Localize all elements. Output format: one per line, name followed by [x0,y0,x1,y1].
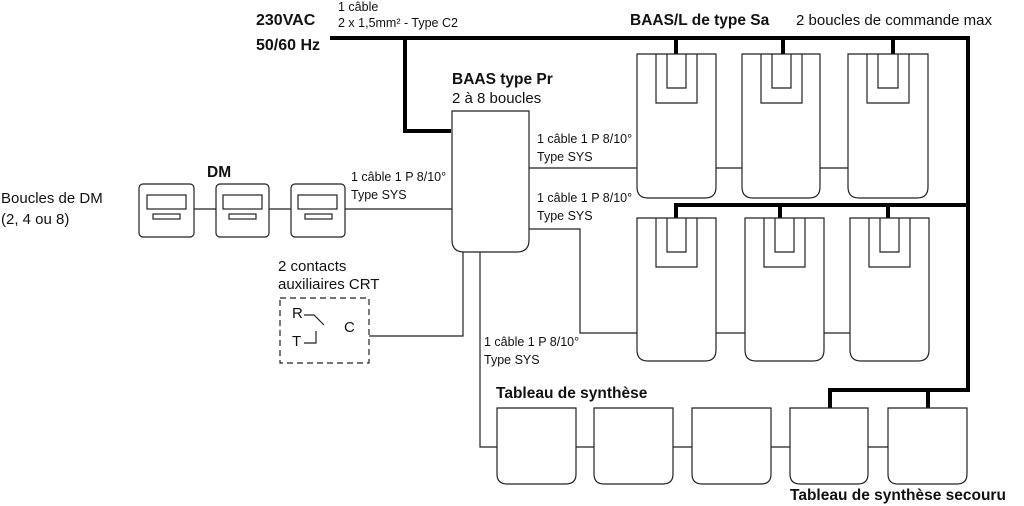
baas-sa-top-1 [636,53,717,199]
sa-bottom-cable-label-line1: 1 câble 1 P 8/10° [537,191,633,205]
sa-bottom-cable-label-line2: Type SYS [537,209,593,223]
dm-detector-1 [138,183,195,238]
tableau-secours-title: Tableau de synthèse secouru [790,487,1006,504]
signal-wiring [194,167,888,448]
tableau-title: Tableau de synthèse [496,385,648,402]
tableau-secours-unit-2 [887,407,968,485]
baas-sa-top-3 [847,53,929,199]
baas-pr-unit [451,110,530,253]
sa-top-cable-label-line1: 1 câble 1 P 8/10° [537,132,633,146]
tableau-secours-unit-1 [789,407,869,485]
sa-top-cable-label-line2: Type SYS [537,150,593,164]
power-wiring [330,36,970,408]
crt-label-line1: 2 contacts [278,258,347,275]
tableau-cable-label-line2: Type SYS [484,353,540,367]
crt-contact-t: T [292,333,302,350]
baas-sa-top-2 [741,53,821,199]
crt-contact-c: C [344,319,355,336]
tableau-unit-2 [593,407,674,485]
power-voltage-label: 230VAC [256,12,316,29]
baas-sa-bottom-1 [636,217,717,362]
baas-pr-title: BAAS type Pr [452,71,553,88]
dm-title: DM [207,164,232,181]
power-cable-label-line1: 1 câble [338,0,379,14]
dm-cable-label-line2: Type SYS [351,188,407,202]
baas-sa-title: BAAS/L de type Sa [630,12,770,29]
tableau-cable-label-line1: 1 câble 1 P 8/10° [484,335,580,349]
baas-sa-note: 2 boucles de commande max [796,12,992,29]
baas-sa-bottom-2 [744,217,825,362]
tableau-unit-1 [496,407,577,485]
baas-sa-bottom-3 [849,217,930,362]
crt-label-line2: auxiliaires CRT [278,276,380,293]
power-frequency-label: 50/60 Hz [256,37,321,54]
dm-cable-label-line1: 1 câble 1 P 8/10° [351,170,447,184]
dm-loops-label-line2: (2, 4 ou 8) [1,211,70,228]
baas-pr-subtitle: 2 à 8 boucles [452,90,542,107]
crt-contacts-box [279,297,370,364]
dm-detector-2 [215,183,270,238]
power-cable-label-line2: 2 x 1,5mm² - Type C2 [338,16,458,30]
dm-detector-3 [290,183,346,238]
crt-contact-r: R [292,305,303,322]
tableau-unit-3 [691,407,772,485]
dm-loops-label-line1: Boucles de DM [1,190,103,207]
